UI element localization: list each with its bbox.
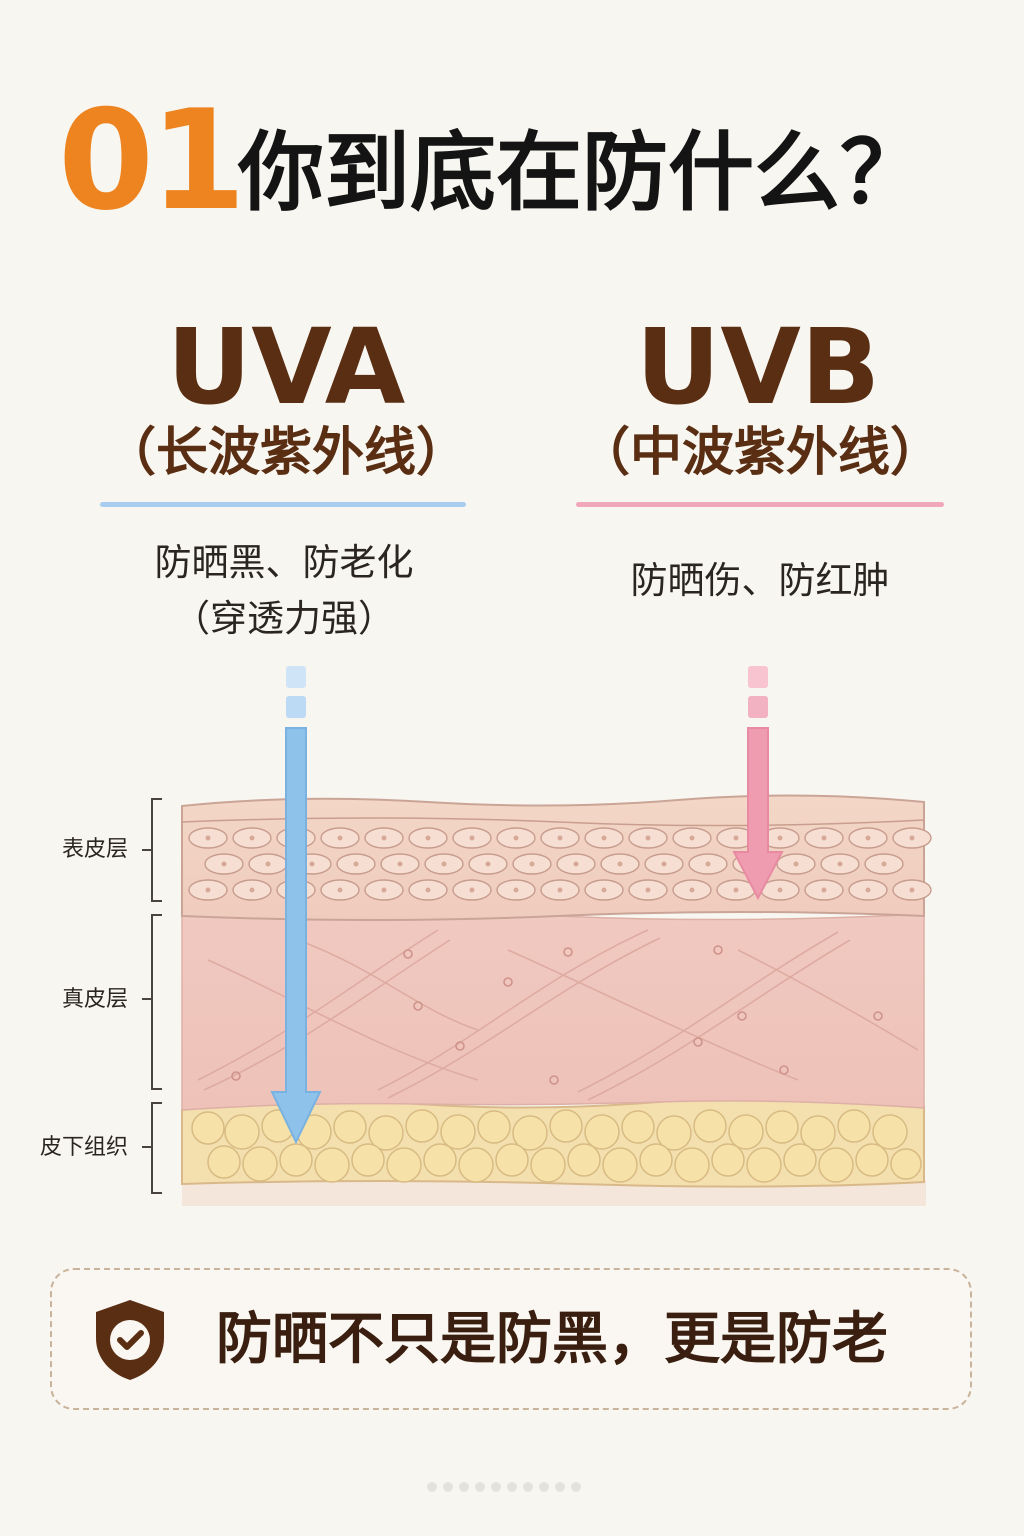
uvb-effect-line1: 防晒伤、防红肿 — [630, 559, 890, 602]
cell-nucleus — [689, 887, 695, 893]
shield-check-icon — [96, 1300, 164, 1380]
cell-nucleus — [249, 887, 255, 893]
uva-heading: UVA — [166, 306, 406, 428]
cell-nucleus — [265, 861, 271, 867]
cell-nucleus — [221, 861, 227, 867]
cell-nucleus — [821, 835, 827, 841]
label-subcutaneous: 皮下组织 — [39, 1135, 128, 1160]
cell-nucleus — [557, 835, 563, 841]
cell-nucleus — [645, 887, 651, 893]
cell-nucleus — [777, 835, 783, 841]
layer-brackets — [142, 798, 162, 1194]
cell-nucleus — [601, 887, 607, 893]
skin-diagram — [181, 794, 932, 1206]
cell-nucleus — [573, 861, 579, 867]
cell-nucleus — [469, 835, 475, 841]
uvb-heading: UVB — [635, 306, 881, 428]
cell-nucleus — [397, 861, 403, 867]
cell-nucleus — [689, 835, 695, 841]
page-indicator — [427, 1482, 581, 1492]
cell-nucleus — [557, 887, 563, 893]
cell-nucleus — [705, 861, 711, 867]
collagen-fibers — [197, 929, 919, 1101]
cell-nucleus — [777, 887, 783, 893]
cell-nucleus — [249, 835, 255, 841]
cell-nucleus — [381, 887, 387, 893]
cell-nucleus — [425, 887, 431, 893]
uva-divider — [100, 502, 466, 507]
page-title: 你到底在防什么？ — [238, 123, 926, 223]
cell-nucleus — [881, 861, 887, 867]
cell-nucleus — [837, 861, 843, 867]
uvb-divider — [576, 502, 944, 507]
cell-nucleus — [485, 861, 491, 867]
cell-nucleus — [645, 835, 651, 841]
cell-nucleus — [529, 861, 535, 867]
cell-nucleus — [733, 835, 739, 841]
cell-nucleus — [733, 887, 739, 893]
cell-nucleus — [909, 835, 915, 841]
uva-arrow — [270, 666, 322, 1145]
dermis-dots — [231, 945, 883, 1085]
uva-effect-line1: 防晒黑、防老化 — [154, 541, 414, 584]
cell-nucleus — [793, 861, 799, 867]
uva-subtitle: （长波紫外线） — [103, 423, 468, 483]
conclusion-box — [50, 1268, 972, 1410]
conclusion-text: 防晒不只是防黑，更是防老 — [216, 1307, 888, 1372]
cell-nucleus — [513, 835, 519, 841]
section-number: 01 — [58, 80, 246, 241]
cell-nucleus — [661, 861, 667, 867]
cell-nucleus — [469, 887, 475, 893]
uvb-subtitle: （中波紫外线） — [577, 423, 942, 483]
cell-nucleus — [353, 861, 359, 867]
cell-nucleus — [513, 887, 519, 893]
cell-nucleus — [381, 835, 387, 841]
cell-nucleus — [309, 861, 315, 867]
cell-nucleus — [865, 835, 871, 841]
cell-nucleus — [821, 887, 827, 893]
cell-nucleus — [865, 887, 871, 893]
uva-effect-line2: （穿透力强） — [173, 597, 395, 640]
cell-nucleus — [337, 835, 343, 841]
cell-nucleus — [337, 887, 343, 893]
label-dermis: 真皮层 — [61, 987, 128, 1012]
cell-nucleus — [205, 887, 211, 893]
label-epidermis: 表皮层 — [61, 837, 128, 862]
cell-nucleus — [441, 861, 447, 867]
cell-nucleus — [601, 835, 607, 841]
cell-nucleus — [909, 887, 915, 893]
cell-nucleus — [205, 835, 211, 841]
cell-nucleus — [617, 861, 623, 867]
uvb-arrow — [732, 666, 784, 901]
cell-nucleus — [425, 835, 431, 841]
